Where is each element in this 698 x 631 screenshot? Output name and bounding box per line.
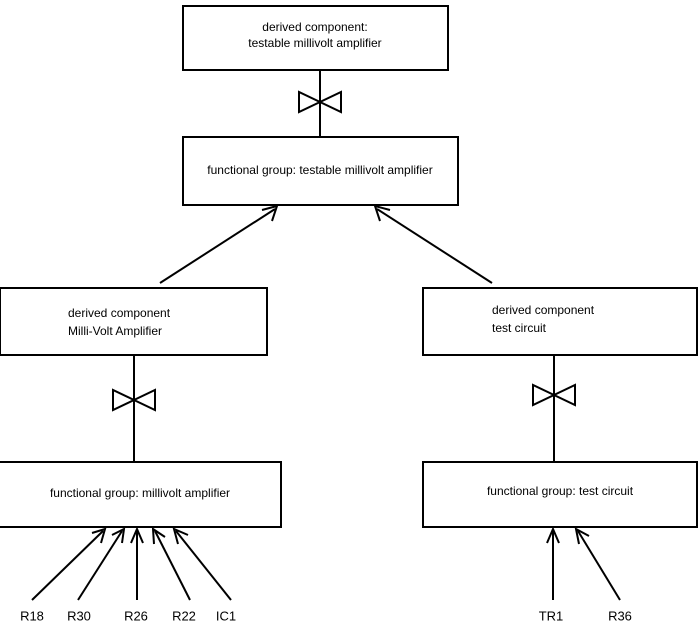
node-box[interactable]: [422, 287, 698, 356]
edge-line: [376, 208, 493, 284]
node-label-line2: test circuit: [492, 321, 547, 335]
bowtie-left-icon: [112, 386, 156, 414]
bowtie-top-icon: [298, 88, 342, 116]
edge-testcircuit-to-testable-group: [373, 204, 493, 284]
arrow-head-icon: [574, 527, 590, 545]
arrow-head-icon: [151, 527, 166, 545]
node-label-line1: derived component: [68, 306, 171, 320]
edge-line: [577, 530, 621, 601]
connector-derived-to-functional-top: [298, 70, 342, 137]
node-label-line1: functional group: test circuit: [487, 484, 634, 498]
bowtie-left-triangle: [298, 90, 323, 114]
node-functional-group-millivolt-amplifier[interactable]: functional group: millivolt amplifier: [0, 461, 282, 528]
node-functional-group-testable-millivolt-amplifier[interactable]: functional group: testable millivolt amp…: [182, 136, 459, 206]
edge-ic1-to-mva-group: [172, 527, 232, 601]
arrow-head-icon: [261, 204, 279, 222]
connector-mva-derived-to-functional: [112, 355, 156, 462]
node-label-line2: Milli-Volt Amplifier: [68, 324, 162, 338]
node-derived-test-circuit[interactable]: derived component test circuit: [422, 287, 698, 356]
node-box[interactable]: [182, 5, 449, 71]
node-functional-group-test-circuit[interactable]: functional group: test circuit: [422, 461, 698, 528]
arrow-head-icon: [172, 527, 189, 545]
leaf-label-ic1: IC1: [216, 608, 236, 623]
node-label-line1: derived component:: [262, 20, 367, 34]
edge-line: [31, 530, 104, 601]
node-derived-milli-volt-amplifier[interactable]: derived component Milli-Volt Amplifier: [0, 287, 268, 356]
bowtie-right-triangle: [317, 90, 342, 114]
bowtie-right-triangle: [551, 383, 576, 407]
leaf-label-tr1: TR1: [539, 608, 564, 623]
bowtie-left-triangle: [532, 383, 557, 407]
leaf-label-r22: R22: [172, 608, 196, 623]
edge-mva-to-testable-group: [159, 204, 279, 284]
node-label-line1: derived component: [492, 303, 595, 317]
node-box[interactable]: [182, 136, 459, 206]
node-label-line1: functional group: millivolt amplifier: [50, 486, 230, 500]
edge-r30-to-mva-group: [77, 527, 126, 601]
edge-r22-to-mva-group: [151, 527, 191, 601]
arrow-head-icon: [111, 527, 126, 544]
arrow-head-icon: [130, 526, 144, 544]
arrow-head-icon: [373, 204, 391, 222]
node-box[interactable]: [422, 461, 698, 528]
edge-tr1-to-testcircuit-group: [546, 526, 560, 600]
bowtie-left-triangle: [112, 388, 137, 412]
node-label-line2: testable millivolt amplifier: [248, 36, 381, 50]
edge-line: [77, 530, 123, 601]
arrow-head-icon: [546, 526, 560, 544]
bowtie-right-triangle: [131, 388, 156, 412]
node-box[interactable]: [0, 461, 282, 528]
edge-line: [154, 530, 191, 601]
node-box[interactable]: [0, 287, 268, 356]
bowtie-right-icon: [532, 381, 576, 409]
edge-line: [175, 530, 232, 601]
arrow-head-icon: [91, 527, 107, 544]
leaf-label-r30: R30: [67, 608, 91, 623]
edge-r36-to-testcircuit-group: [574, 527, 621, 601]
leaf-label-r26: R26: [124, 608, 148, 623]
edge-r26-to-mva-group: [130, 526, 144, 600]
edge-r18-to-mva-group: [31, 527, 107, 601]
edge-line: [159, 208, 276, 284]
node-label-line1: functional group: testable millivolt amp…: [207, 163, 432, 177]
node-derived-testable-millivolt-amplifier[interactable]: derived component: testable millivolt am…: [182, 5, 449, 71]
leaf-label-r18: R18: [20, 608, 44, 623]
leaf-label-r36: R36: [608, 608, 632, 623]
connector-testcircuit-derived-to-functional: [532, 355, 576, 462]
